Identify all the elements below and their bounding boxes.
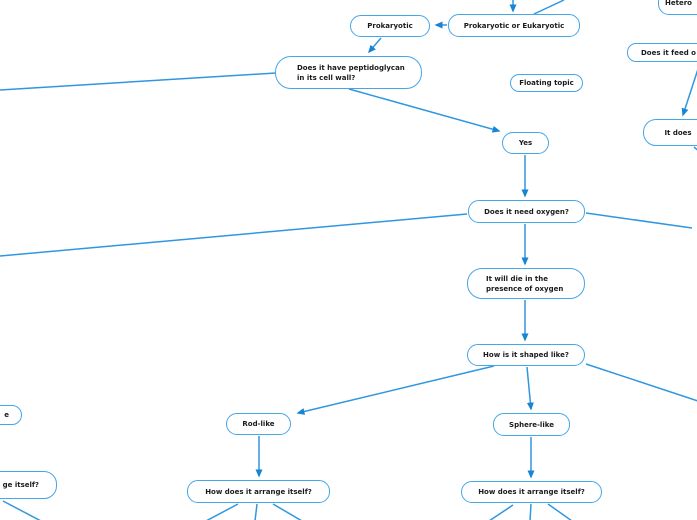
node-arrange-left[interactable]: How does it arrange itself? <box>187 480 330 503</box>
node-prokaryotic[interactable]: Prokaryotic <box>350 15 430 37</box>
node-arrange-clipped[interactable]: ge itself? <box>0 471 57 499</box>
edge-arrange-clipped-child <box>2 500 41 520</box>
edge-shaped-like-to-rod-like <box>296 365 495 415</box>
edge-arrange-left-child-3 <box>272 503 302 520</box>
edge-it-does-to-offscreen-right <box>693 146 697 151</box>
node-sphere-like[interactable]: Sphere-like <box>493 413 570 436</box>
edge-topright-into-prok-euk <box>533 0 565 15</box>
node-rod-like[interactable]: Rod-like <box>226 413 291 435</box>
edge-need-oxygen-to-offscreen-left <box>0 213 468 257</box>
node-shape-clipped[interactable]: e <box>0 405 22 425</box>
node-yes[interactable]: Yes <box>502 132 549 154</box>
node-prokaryotic-or-eukaryotic[interactable]: Prokaryotic or Eukaryotic <box>448 14 580 37</box>
node-how-is-it-shaped[interactable]: How is it shaped like? <box>467 344 585 366</box>
edge-arrange-right-child-3 <box>547 503 572 520</box>
node-peptidoglycan-question[interactable]: Does it have peptidoglycan in its cell w… <box>275 56 422 89</box>
edge-offscreen-right-to-it-does <box>681 69 697 117</box>
edge-shaped-like-to-sphere-like <box>526 366 534 411</box>
edge-arrange-right-child-2 <box>529 503 532 520</box>
node-heterotrophic-clipped[interactable]: Hetero <box>658 0 697 15</box>
edge-arrange-right-child-1 <box>489 504 514 520</box>
node-it-does[interactable]: It does <box>643 119 697 146</box>
edge-shaped-like-to-offscreen-right <box>585 363 697 402</box>
node-will-die-in-oxygen[interactable]: It will die in the presence of oxygen <box>467 268 585 299</box>
edge-arrange-left-child-1 <box>206 503 239 520</box>
edge-peptidoglycan-to-offscreen-left <box>0 72 277 91</box>
node-does-it-feed-clipped[interactable]: Does it feed o <box>627 43 697 62</box>
edge-need-oxygen-to-offscreen-right <box>585 212 693 229</box>
node-arrange-right[interactable]: How does it arrange itself? <box>461 481 602 503</box>
node-does-it-need-oxygen[interactable]: Does it need oxygen? <box>468 200 585 223</box>
edge-prokaryotic-to-peptidoglycan <box>368 37 382 54</box>
edge-arrange-left-child-2 <box>254 503 258 520</box>
node-floating-topic[interactable]: Floating topic <box>510 74 583 92</box>
edge-peptidoglycan-to-yes <box>348 88 501 133</box>
